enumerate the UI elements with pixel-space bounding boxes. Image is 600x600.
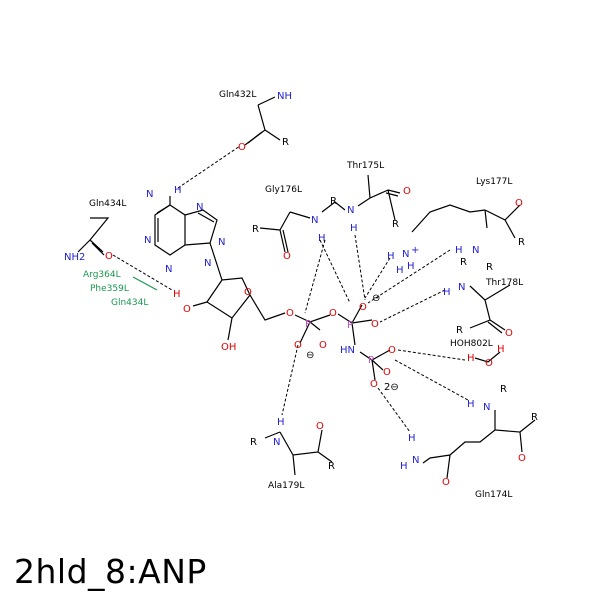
atom-o-gln174: O: [518, 453, 526, 464]
atom-n-lys-bb: N: [472, 245, 479, 256]
residue-phe359: Phe359L: [90, 284, 129, 294]
atom-r-gly176: R: [252, 224, 259, 235]
atom-o-alpha1: O: [319, 340, 327, 351]
charge-gamma: 2⊖: [384, 382, 399, 393]
atom-o-beta1: O: [359, 302, 367, 313]
atom-h-lys-bb: H: [455, 245, 463, 256]
atom-o-thr178: O: [505, 328, 513, 339]
residue-gly176: Gly176L: [265, 185, 302, 195]
atom-h-thr175: H: [350, 223, 358, 234]
atom-p-gamma: P: [368, 355, 374, 366]
hydrogen-bonds: [112, 145, 469, 433]
atom-n-gln174-bb: N: [483, 402, 490, 413]
atom-h-thr178: H: [443, 287, 451, 298]
residue-thr175: Thr175L: [346, 161, 384, 171]
atom-oh-3p: OH: [221, 342, 236, 353]
residue-hoh802: HOH802L: [450, 339, 493, 349]
charge-alpha: ⊖: [306, 350, 314, 361]
residue-lys177: Lys177L: [476, 177, 512, 187]
atom-o-gamma3: O: [370, 379, 378, 390]
atom-h-gln174-sc: H: [408, 433, 416, 444]
atom-h-2p: H: [173, 289, 181, 300]
atom-n-ad1: N: [144, 235, 151, 246]
atom-h-gln174-bb: H: [467, 399, 475, 410]
atom-r-lys: R: [518, 237, 525, 248]
atom-o-alpha3: O: [329, 308, 337, 319]
atom-o-hoh: O: [485, 358, 493, 369]
atom-hn-bg: HN: [340, 345, 355, 356]
atom-h-nh2: H: [174, 185, 182, 196]
atom-n-nh2: N: [146, 189, 153, 200]
atom-o-lys: O: [515, 198, 523, 209]
residue-arg364: Arg364L: [83, 270, 121, 280]
atom-n-ad5: N: [218, 237, 225, 248]
atom-n-thr178: N: [458, 282, 465, 293]
atom-h-gln174-sc2: H: [400, 461, 408, 472]
atom-r-gln174-n: R: [500, 384, 507, 395]
atom-h-hoh2: H: [497, 344, 505, 355]
atom-p-alpha: P: [305, 319, 311, 330]
atom-h-ala: H: [277, 417, 285, 428]
atom-nh2-gln434: NH2: [64, 252, 85, 263]
residue-gln174: Gln174L: [475, 490, 512, 500]
atom-h-gly176: H: [318, 233, 326, 244]
atom-o-gamma1: O: [388, 345, 396, 356]
charge-lys: +: [411, 245, 419, 256]
atom-n-gly176: N: [311, 215, 318, 226]
atom-h-hoh1: H: [467, 353, 475, 364]
atom-h-lys2: H: [396, 265, 404, 276]
atom-o-gln174-sc: O: [442, 477, 450, 488]
residue-gln434-hydrophobic: Gln434L: [111, 298, 148, 308]
atom-r-ala: R: [328, 461, 335, 472]
atom-o-gln432: O: [238, 142, 246, 153]
atom-h-lys3: H: [407, 261, 415, 272]
atom-o-alpha2: O: [294, 340, 302, 351]
atom-r2-thr175: R: [392, 219, 399, 230]
atom-o-ala: O: [316, 421, 324, 432]
hydrophobic-contact-arc: [132, 276, 158, 291]
covalent-bonds: [77, 96, 536, 479]
atom-n-gln174-sc: N: [412, 455, 419, 466]
atom-r-thr175: R: [330, 196, 337, 207]
residue-gln432: Gln432L: [219, 90, 256, 100]
residue-labels: Gln432L Gln434L Gly176L Thr175L Lys177L …: [83, 90, 523, 500]
atom-r-gln174: R: [531, 412, 538, 423]
atom-nh-gln432: NH: [277, 91, 292, 102]
atom-o-gamma2: O: [383, 367, 391, 378]
residue-gln434: Gln434L: [89, 199, 126, 209]
atom-n-ad3: N: [196, 202, 203, 213]
atom-o-gln434: O: [105, 251, 113, 262]
atom-n-lys: N: [402, 249, 409, 260]
atom-o-ring: O: [244, 287, 252, 298]
atom-h-lys1: H: [387, 251, 395, 262]
atom-o-5p: O: [286, 308, 294, 319]
atom-n-ad4: N: [204, 258, 211, 269]
atom-p-beta: P: [347, 320, 353, 331]
atom-o-gly176: O: [283, 251, 291, 262]
atom-r-gln432: R: [282, 137, 289, 148]
residue-thr178: Thr178L: [485, 278, 523, 288]
diagram-caption: 2hld_8:ANP: [14, 552, 207, 591]
charge-beta: ⊖: [372, 293, 380, 304]
atom-n-ala: N: [273, 437, 280, 448]
atom-o-thr175: O: [403, 186, 411, 197]
atom-o-beta2: O: [371, 319, 379, 330]
atom-r-thr178: R: [456, 325, 463, 336]
atom-o-2p: O: [183, 304, 191, 315]
atom-labels: NH O R N H N N N N N NH2 O O H O OH O P …: [64, 91, 538, 488]
residue-ala179: Ala179L: [268, 481, 304, 491]
atom-n-thr175: N: [347, 205, 354, 216]
atom-r-ala-n: R: [250, 437, 257, 448]
atom-n-ad2: N: [165, 264, 172, 275]
atom-r-thr178-n: R: [460, 257, 467, 268]
atom-r-lys-bb: R: [486, 262, 493, 273]
